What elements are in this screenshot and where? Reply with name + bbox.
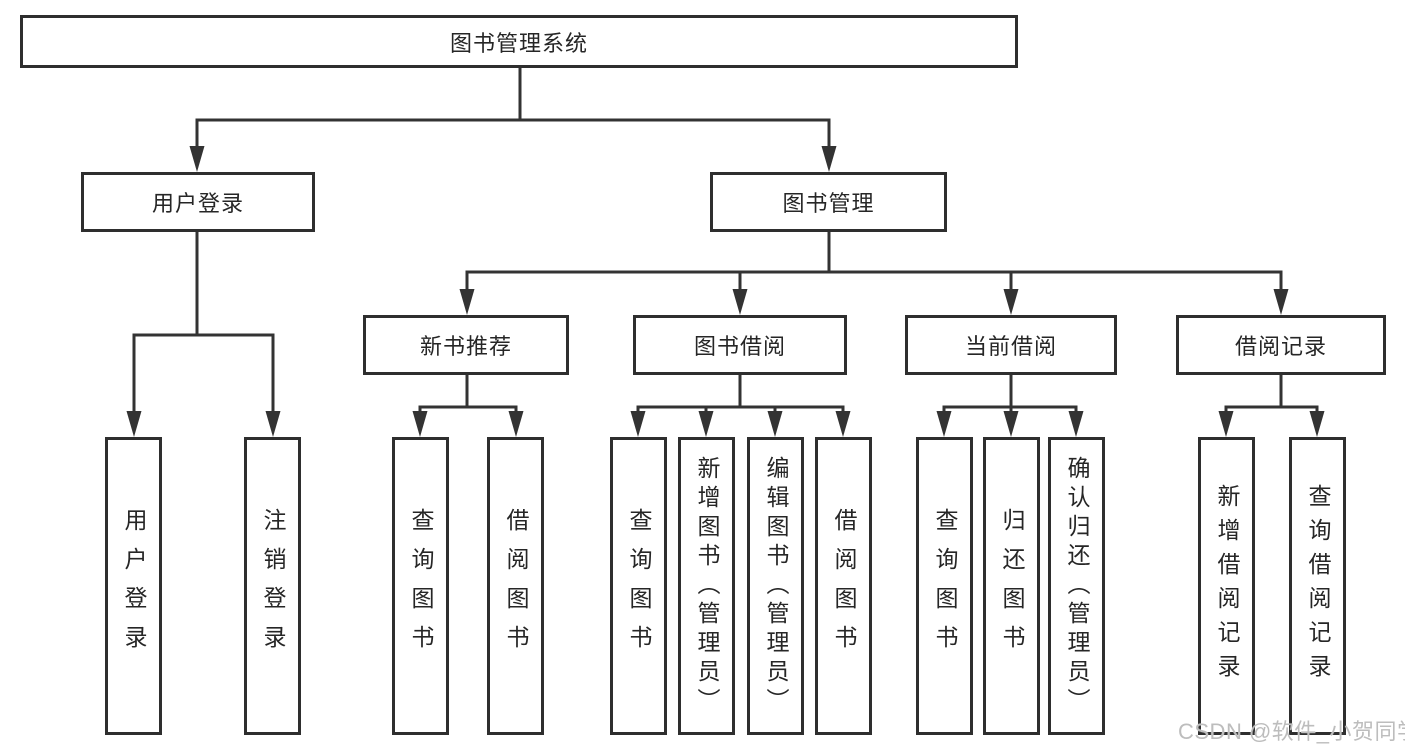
node-user-login: 用户登录: [81, 172, 315, 232]
csdn-watermark: CSDN @软件_小贺同学: [1178, 719, 1405, 744]
leaf-add-book-admin-label: 新增图书（管理员）: [694, 455, 720, 717]
node-new-book-recommend: 新书推荐: [363, 315, 569, 375]
leaf-current-query-book: 查询图书: [916, 437, 973, 735]
node-book-borrow: 图书借阅: [633, 315, 847, 375]
leaf-query-borrow-record-label: 查询借阅记录: [1305, 484, 1331, 688]
leaf-recommend-borrow-book-label: 借阅图书: [503, 508, 529, 664]
node-book-management: 图书管理: [710, 172, 947, 232]
leaf-confirm-return-admin: 确认归还（管理员）: [1048, 437, 1105, 735]
arrowheads: [126, 146, 1325, 437]
leaf-recommend-query-book-label: 查询图书: [408, 508, 434, 664]
leaf-borrow-book-label: 借阅图书: [831, 508, 857, 664]
leaf-return-book-label: 归还图书: [999, 508, 1025, 664]
leaf-logout-label: 注销登录: [260, 508, 286, 664]
node-root-label: 图书管理系统: [449, 30, 588, 56]
leaf-query-borrow-record: 查询借阅记录: [1289, 437, 1346, 735]
leaf-recommend-query-book: 查询图书: [392, 437, 449, 735]
leaf-current-query-book-label: 查询图书: [932, 508, 958, 664]
leaf-borrow-query-book: 查询图书: [610, 437, 667, 735]
leaf-confirm-return-admin-label: 确认归还（管理员）: [1064, 455, 1090, 717]
node-book-borrow-label: 图书借阅: [693, 334, 786, 359]
leaf-logout: 注销登录: [244, 437, 301, 735]
node-borrow-records-label: 借阅记录: [1234, 334, 1327, 359]
leaf-return-book: 归还图书: [983, 437, 1040, 735]
node-borrow-records: 借阅记录: [1176, 315, 1386, 375]
leaf-borrow-book: 借阅图书: [815, 437, 872, 735]
leaf-edit-book-admin: 编辑图书（管理员）: [747, 437, 804, 735]
leaf-borrow-query-book-label: 查询图书: [626, 508, 652, 664]
node-current-borrow-label: 当前借阅: [964, 334, 1057, 359]
node-root-system: 图书管理系统: [20, 15, 1018, 68]
leaf-user-login-label: 用户登录: [121, 508, 147, 664]
leaf-add-borrow-record: 新增借阅记录: [1198, 437, 1255, 735]
node-user-login-label: 用户登录: [151, 191, 244, 216]
node-book-management-label: 图书管理: [782, 191, 875, 216]
node-new-book-recommend-label: 新书推荐: [419, 334, 512, 359]
leaf-add-book-admin: 新增图书（管理员）: [678, 437, 735, 735]
leaf-user-login: 用户登录: [105, 437, 162, 735]
leaf-add-borrow-record-label: 新增借阅记录: [1214, 484, 1240, 688]
node-current-borrow: 当前借阅: [905, 315, 1117, 375]
leaf-edit-book-admin-label: 编辑图书（管理员）: [763, 455, 789, 717]
leaf-recommend-borrow-book: 借阅图书: [487, 437, 544, 735]
